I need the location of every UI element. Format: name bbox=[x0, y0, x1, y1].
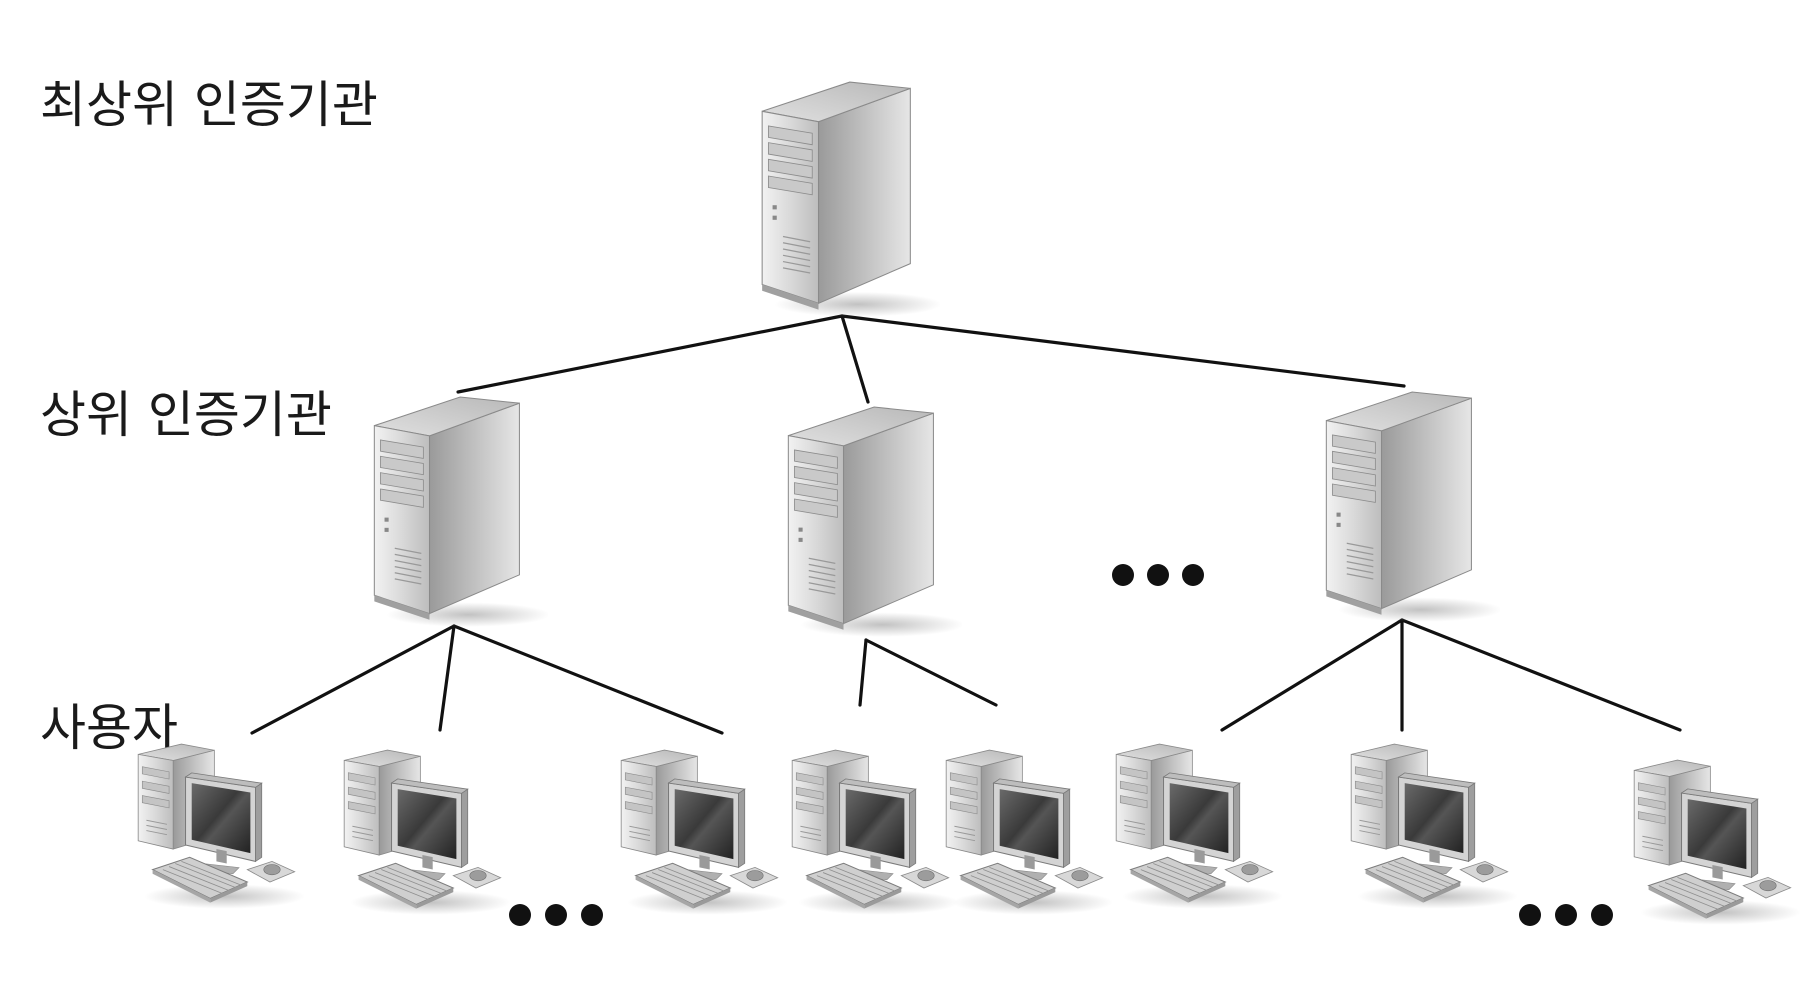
intermediate-ca-3-server-icon bbox=[1325, 391, 1500, 623]
intermediate-ca-2-server-icon bbox=[787, 406, 962, 638]
users-ellipsis-2 bbox=[1519, 904, 1613, 926]
edge-ca2-to-user-4 bbox=[858, 638, 868, 707]
edge-ca3-to-user-6 bbox=[1220, 618, 1404, 732]
edge-ca1-to-user-1 bbox=[250, 624, 456, 735]
user-computer-2-icon bbox=[343, 749, 512, 916]
user-computer-1-icon bbox=[137, 743, 306, 910]
user-computer-6-icon bbox=[1115, 743, 1284, 910]
user-computer-3-icon bbox=[620, 749, 789, 916]
user-computer-7-icon bbox=[1350, 743, 1519, 910]
root-ca-server-icon bbox=[761, 81, 940, 318]
edge-ca1-to-user-2 bbox=[438, 624, 456, 732]
user-computer-8-icon bbox=[1633, 759, 1802, 926]
tier-label-root-ca: 최상위 인증기관 bbox=[40, 76, 378, 134]
edge-root-to-ca-1 bbox=[456, 314, 844, 394]
edge-root-to-ca-2 bbox=[840, 314, 870, 404]
tier-label-intermediate-ca: 상위 인증기관 bbox=[40, 386, 332, 444]
user-connectors bbox=[250, 618, 1682, 735]
edge-root-to-ca-3 bbox=[840, 314, 1406, 388]
edge-ca3-to-user-8 bbox=[1400, 618, 1682, 732]
edge-ca2-to-user-5 bbox=[864, 638, 998, 707]
tier-label-users: 사용자 bbox=[40, 699, 178, 757]
root-connectors bbox=[456, 314, 1406, 404]
users-ellipsis-1 bbox=[509, 904, 603, 926]
intermediate-ca-1-server-icon bbox=[373, 396, 548, 628]
edge-ca1-to-user-3 bbox=[452, 624, 724, 735]
user-computer-5-icon bbox=[945, 749, 1114, 916]
user-computer-4-icon bbox=[791, 749, 960, 916]
intermediate-ellipsis bbox=[1112, 564, 1204, 586]
